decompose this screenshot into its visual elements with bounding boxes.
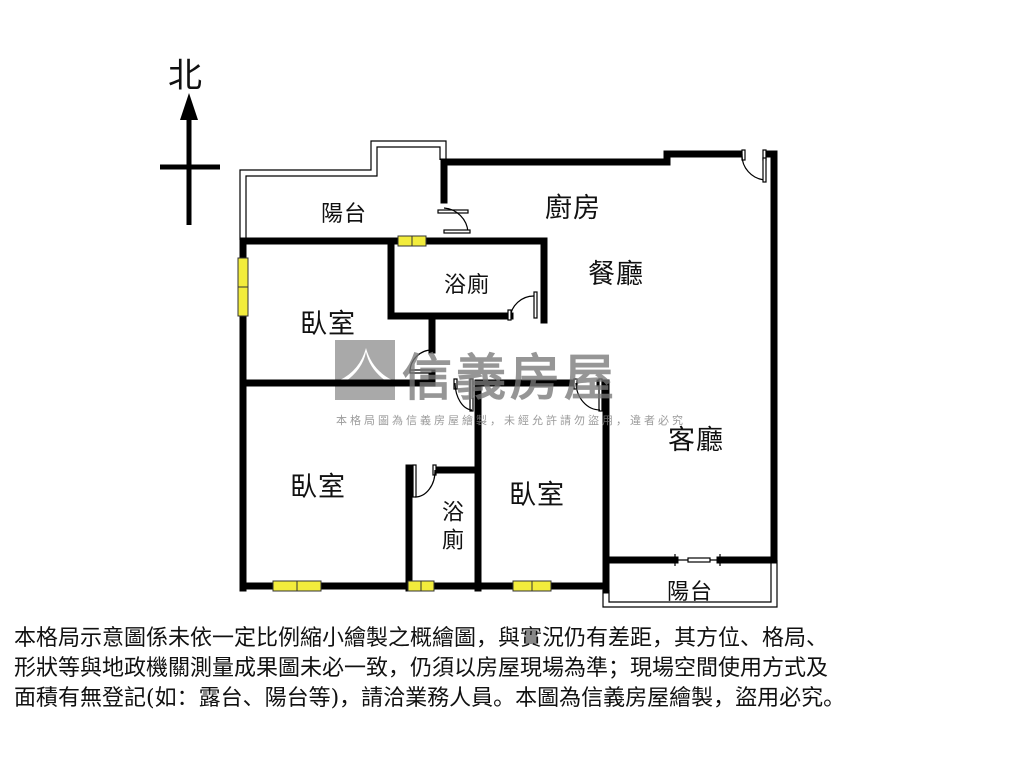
room-bath-south: 浴廁 xyxy=(438,500,463,556)
door-bedroom-s xyxy=(573,378,603,412)
doors xyxy=(409,149,767,566)
compass-north-label: 北 xyxy=(168,56,202,96)
door-bedroom-sw xyxy=(453,378,474,412)
door-balcony-north xyxy=(437,207,471,234)
door-bath-south xyxy=(412,464,437,498)
room-dining: 餐廳 xyxy=(588,259,644,290)
room-kitchen: 廚房 xyxy=(545,193,601,224)
room-bedroom-sw: 臥室 xyxy=(290,472,346,503)
room-bedroom-s: 臥室 xyxy=(509,480,565,511)
room-bedroom-nw: 臥室 xyxy=(300,309,356,340)
disclaimer-text: 本格局示意圖係未依一定比例縮小繪製之概繪圖，與實況仍有差距，其方位、格局、 形狀… xyxy=(14,624,1014,714)
walls xyxy=(239,150,778,594)
brand-logo-icon xyxy=(335,340,395,400)
room-bath-north: 浴廁 xyxy=(444,273,491,298)
balcony-north-outline xyxy=(239,140,447,240)
door-bedroom-nw xyxy=(409,349,433,374)
balcony-south-outline xyxy=(602,560,778,608)
watermark-notice: 本格局圖為信義房屋繪製，未經允許請勿盜用，違者必究 xyxy=(336,414,686,427)
door-balcony-south xyxy=(674,554,721,566)
door-bath-north xyxy=(507,291,538,321)
room-balcony-south: 陽台 xyxy=(667,580,714,605)
room-balcony-north: 陽台 xyxy=(321,202,368,227)
room-living: 客廳 xyxy=(668,425,724,456)
windows xyxy=(237,235,552,592)
north-arrow-icon xyxy=(160,93,220,225)
disclaimer-line: 形狀等與地政機關測量成果圖未必一致，仍須以房屋現場為準；現場空間使用方式及 xyxy=(14,656,829,681)
watermark-brand: 信義房屋 xyxy=(402,349,618,407)
disclaimer-line: 面積有無登記(如：露台、陽台等)，請洽業務人員。本圖為信義房屋繪製，盜用必究。 xyxy=(14,686,846,711)
disclaimer-line: 本格局示意圖係未依一定比例縮小繪製之概繪圖，與實況仍有差距，其方位、格局、 xyxy=(14,626,829,651)
door-entrance xyxy=(741,149,767,183)
